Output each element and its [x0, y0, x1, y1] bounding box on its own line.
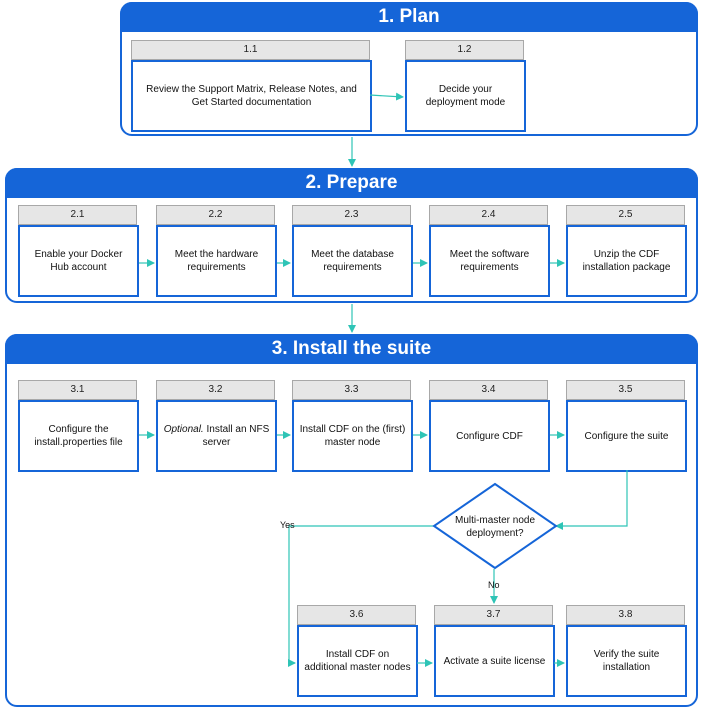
decision-text: Multi-master node deployment? [454, 515, 536, 539]
step-text: Decide your deployment mode [425, 84, 506, 108]
step-number: 2.1 [18, 205, 137, 225]
step-box: Optional. Install an NFS server [156, 400, 277, 472]
phase-prepare-title: 2. Prepare [5, 168, 698, 198]
step-text: Optional. Install an NFS server [159, 423, 274, 449]
step-box: Configure the install.properties file [18, 400, 139, 472]
step-text: Configure the install.properties file [34, 424, 123, 448]
step-text: Review the Support Matrix, Release Notes… [146, 84, 357, 108]
step-box: Review the Support Matrix, Release Notes… [131, 60, 372, 132]
step-box: Meet the software requirements [429, 225, 550, 297]
step-number: 2.3 [292, 205, 411, 225]
phase-plan-title: 1. Plan [120, 2, 698, 32]
step-text-main: Install an NFS server [202, 424, 270, 448]
step-3-7: 3.7 Activate a suite license [434, 605, 555, 697]
step-number: 2.5 [566, 205, 685, 225]
step-box: Configure the suite [566, 400, 687, 472]
step-2-1: 2.1 Enable your Docker Hub account [18, 205, 139, 297]
step-number: 3.2 [156, 380, 275, 400]
phase-install-title: 3. Install the suite [5, 334, 698, 364]
step-2-5: 2.5 Unzip the CDF installation package [566, 205, 687, 297]
step-number: 3.6 [297, 605, 416, 625]
step-text: Install CDF on additional master nodes [304, 649, 411, 673]
step-2-3: 2.3 Meet the database requirements [292, 205, 413, 297]
step-number: 2.2 [156, 205, 275, 225]
step-number: 3.4 [429, 380, 548, 400]
step-text: Meet the software requirements [449, 249, 530, 273]
step-text: Verify the suite installation [593, 649, 660, 673]
step-box: Install CDF on additional master nodes [297, 625, 418, 697]
step-1-1: 1.1 Review the Support Matrix, Release N… [131, 40, 372, 132]
step-number: 3.3 [292, 380, 411, 400]
no-label: No [488, 580, 500, 590]
step-box: Verify the suite installation [566, 625, 687, 697]
step-3-8: 3.8 Verify the suite installation [566, 605, 687, 697]
step-text: Meet the database requirements [311, 249, 394, 273]
step-3-3: 3.3 Install CDF on the (first) master no… [292, 380, 413, 472]
step-2-4: 2.4 Meet the software requirements [429, 205, 550, 297]
step-text: Configure the suite [584, 430, 669, 442]
step-text: Unzip the CDF installation package [582, 249, 671, 273]
step-3-5: 3.5 Configure the suite [566, 380, 687, 472]
step-text: Meet the hardware requirements [174, 249, 259, 273]
step-3-6: 3.6 Install CDF on additional master nod… [297, 605, 418, 697]
step-box: Decide your deployment mode [405, 60, 526, 132]
step-number: 1.2 [405, 40, 524, 60]
step-number: 3.5 [566, 380, 685, 400]
step-text: Install CDF on the (first) master node [299, 424, 406, 448]
step-box: Meet the database requirements [292, 225, 413, 297]
step-3-2: 3.2 Optional. Install an NFS server [156, 380, 277, 472]
step-box: Unzip the CDF installation package [566, 225, 687, 297]
step-number: 3.8 [566, 605, 685, 625]
step-box: Activate a suite license [434, 625, 555, 697]
step-number: 3.7 [434, 605, 553, 625]
step-1-2: 1.2 Decide your deployment mode [405, 40, 526, 132]
step-3-1: 3.1 Configure the install.properties fil… [18, 380, 139, 472]
step-box: Install CDF on the (first) master node [292, 400, 413, 472]
step-box: Enable your Docker Hub account [18, 225, 139, 297]
step-number: 2.4 [429, 205, 548, 225]
step-text: Enable your Docker Hub account [34, 249, 123, 273]
step-number: 1.1 [131, 40, 370, 60]
step-2-2: 2.2 Meet the hardware requirements [156, 205, 277, 297]
step-box: Configure CDF [429, 400, 550, 472]
yes-label: Yes [280, 520, 295, 530]
optional-label: Optional. [163, 424, 204, 435]
step-box: Meet the hardware requirements [156, 225, 277, 297]
step-text: Activate a suite license [443, 655, 546, 667]
step-text: Configure CDF [456, 430, 523, 442]
step-3-4: 3.4 Configure CDF [429, 380, 550, 472]
step-number: 3.1 [18, 380, 137, 400]
